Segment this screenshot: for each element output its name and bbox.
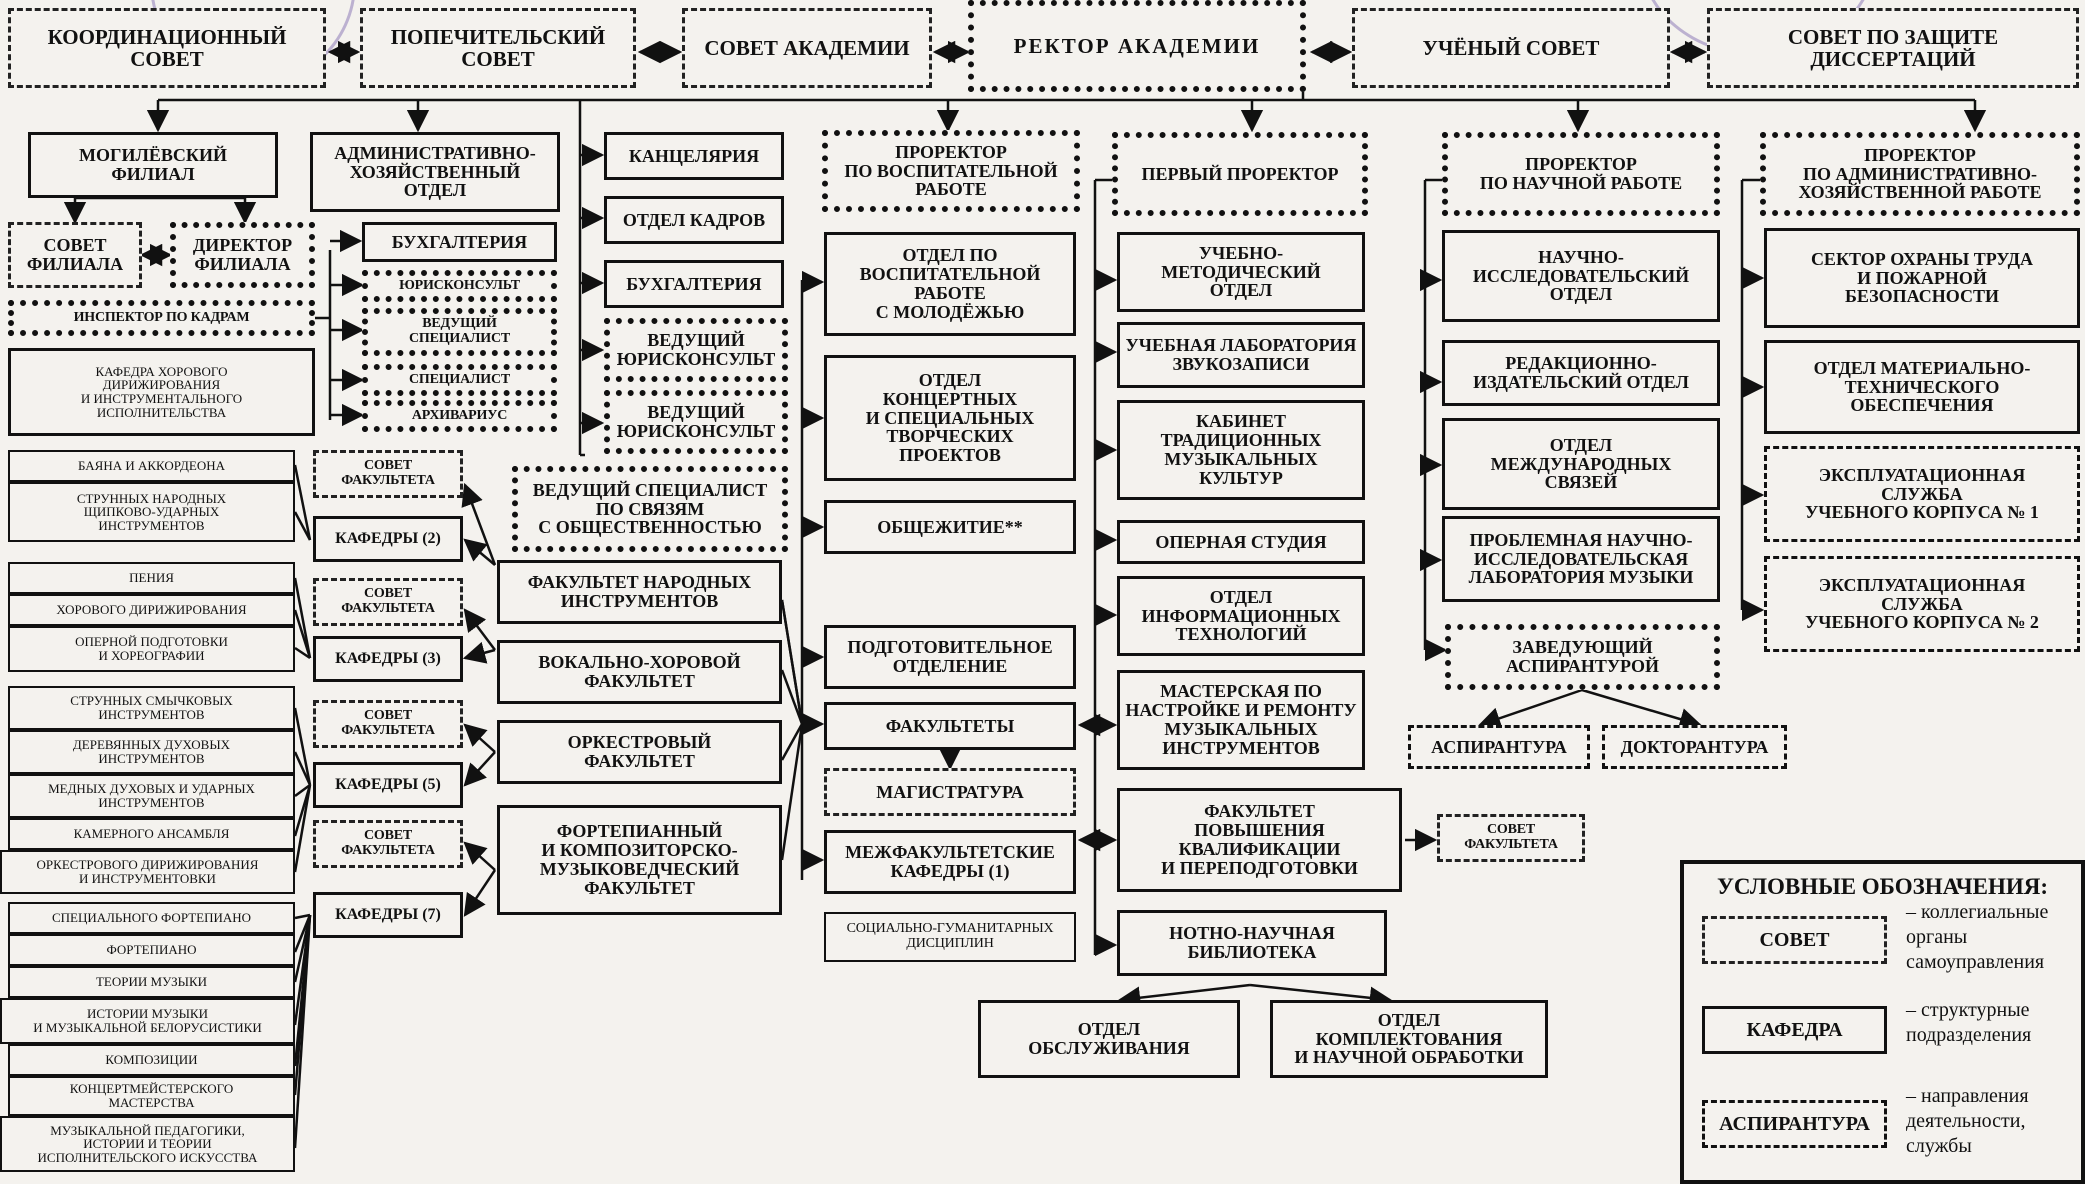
repair-workshop: МАСТЕРСКАЯ ПО НАСТРОЙКЕ И РЕМОНТУ МУЗЫКА… [1117,670,1365,770]
faculty-vocal: ВОКАЛЬНО-ХОРОВОЙ ФАКУЛЬТЕТ [497,640,782,704]
dept-history: ИСТОРИИ МУЗЫКИ И МУЗЫКАЛЬНОЙ БЕЛОРУСИСТИ… [0,998,295,1044]
dept-theory: ТЕОРИИ МУЗЫКИ [8,966,295,998]
dept-special-piano: СПЕЦИАЛЬНОГО ФОРТЕПИАНО [8,902,295,934]
service-dept: ОТДЕЛ ОБСЛУЖИВАНИЯ [978,1000,1240,1078]
qualification-council: СОВЕТ ФАКУЛЬТЕТА [1437,814,1585,862]
branch-choral-dept: КАФЕДРА ХОРОВОГО ДИРИЖИРОВАНИЯ И ИНСТРУМ… [8,348,315,436]
dept-singing: ПЕНИЯ [8,562,295,594]
vp-education: ПРОРЕКТОР ПО ВОСПИТАТЕЛЬНОЙ РАБОТЕ [822,130,1080,212]
legend-dept-text: – структурные подразделения [1906,999,2032,1046]
research-lab: ПРОБЛЕМНАЯ НАУЧНО- ИССЛЕДОВАТЕЛЬСКАЯ ЛАБ… [1442,516,1720,602]
faculties: ФАКУЛЬТЕТЫ [824,702,1076,750]
trustee-council: ПОПЕЧИТЕЛЬСКИЙ СОВЕТ [360,8,636,88]
accounting: БУХГАЛТЕРИЯ [604,260,784,308]
faculty-piano: ФОРТЕПИАННЫЙ И КОМПОЗИТОРСКО- МУЗЫКОВЕДЧ… [497,805,782,915]
vp-admin: ПРОРЕКТОР ПО АДМИНИСТРАТИВНО- ХОЗЯЙСТВЕН… [1760,132,2080,216]
vp-science: ПРОРЕКТОР ПО НАУЧНОЙ РАБОТЕ [1442,132,1720,216]
legend-title: УСЛОВНЫЕ ОБОЗНАЧЕНИЯ: [1716,874,2049,899]
pr-specialist: ВЕДУЩИЙ СПЕЦИАЛИСТ ПО СВЯЗЯМ С ОБЩЕСТВЕН… [512,466,788,552]
dept-accompaniment: КОНЦЕРТМЕЙСТЕРСКОГО МАСТЕРСТВА [8,1076,295,1116]
doctoral: ДОКТОРАНТУРА [1602,725,1787,769]
building-service-2: ЭКСПЛУАТАЦИОННАЯ СЛУЖБА УЧЕБНОГО КОРПУСА… [1764,556,2080,652]
branch-accounting: БУХГАЛТЕРИЯ [362,222,557,262]
first-vp: ПЕРВЫЙ ПРОРЕКТОР [1112,132,1368,216]
branch-director: ДИРЕКТОР ФИЛИАЛА [170,222,315,288]
magistracy: МАГИСТРАТУРА [824,768,1076,816]
dept-woodwind: ДЕРЕВЯННЫХ ДУХОВЫХ ИНСТРУМЕНТОВ [8,730,295,774]
dept-pedagogy: МУЗЫКАЛЬНОЙ ПЕДАГОГИКИ, ИСТОРИИ И ТЕОРИИ… [0,1116,295,1172]
dept-choral: ХОРОВОГО ДИРИЖИРОВАНИЯ [8,594,295,626]
research-dept: НАУЧНО- ИССЛЕДОВАТЕЛЬСКИЙ ОТДЕЛ [1442,230,1720,322]
concert-dept: ОТДЕЛ КОНЦЕРТНЫХ И СПЕЦИАЛЬНЫХ ТВОРЧЕСКИ… [824,355,1076,481]
faculty-council-vocal: СОВЕТ ФАКУЛЬТЕТА [313,578,463,626]
it-dept: ОТДЕЛ ИНФОРМАЦИОННЫХ ТЕХНОЛОГИЙ [1117,576,1365,656]
traditional-cultures: КАБИНЕТ ТРАДИЦИОННЫХ МУЗЫКАЛЬНЫХ КУЛЬТУР [1117,400,1365,500]
hr-inspector: ИНСПЕКТОР ПО КАДРАМ [8,300,315,336]
personnel-dept: ОТДЕЛ КАДРОВ [604,196,784,244]
branch-council: СОВЕТ ФИЛИАЛА [8,222,142,288]
dept-strings-folk: СТРУННЫХ НАРОДНЫХ ЩИПКОВО-УДАРНЫХ ИНСТРУ… [8,482,295,542]
depts-folk: КАФЕДРЫ (2) [313,516,463,562]
faculty-orchestra: ОРКЕСТРОВЫЙ ФАКУЛЬТЕТ [497,720,782,784]
legend-council-box: СОВЕТ [1702,916,1887,964]
faculty-council-orchestra: СОВЕТ ФАКУЛЬТЕТА [313,700,463,748]
depts-vocal: КАФЕДРЫ (3) [313,636,463,682]
faculty-council-folk: СОВЕТ ФАКУЛЬТЕТА [313,450,463,498]
youth-dept: ОТДЕЛ ПО ВОСПИТАТЕЛЬНОЙ РАБОТЕ С МОЛОДЁЖ… [824,232,1076,336]
editorial-dept: РЕДАКЦИОННО- ИЗДАТЕЛЬСКИЙ ОТДЕЛ [1442,340,1720,406]
branch-legal: ЮРИСКОНСУЛЬТ [362,270,557,302]
coordination-council: КООРДИНАЦИОННЫЙ СОВЕТ [8,8,326,88]
acquisition-dept: ОТДЕЛ КОМПЛЕКТОВАНИЯ И НАУЧНОЙ ОБРАБОТКИ [1270,1000,1548,1078]
legal-adviser-1: ВЕДУЩИЙ ЮРИСКОНСУЛЬТ [604,318,788,382]
building-service-1: ЭКСПЛУАТАЦИОННАЯ СЛУЖБА УЧЕБНОГО КОРПУСА… [1764,446,2080,542]
legend-direction-text: – направления деятельности, службы [1906,1085,2029,1157]
dept-composition: КОМПОЗИЦИИ [8,1044,295,1076]
branch-specialist: СПЕЦИАЛИСТ [362,364,557,396]
legal-adviser-2: ВЕДУЩИЙ ЮРИСКОНСУЛЬТ [604,390,788,454]
music-library: НОТНО-НАУЧНАЯ БИБЛИОТЕКА [1117,910,1387,976]
depts-piano: КАФЕДРЫ (7) [313,892,463,938]
international-dept: ОТДЕЛ МЕЖДУНАРОДНЫХ СВЯЗЕЙ [1442,418,1720,510]
material-dept: ОТДЕЛ МАТЕРИАЛЬНО- ТЕХНИЧЕСКОГО ОБЕСПЕЧЕ… [1764,340,2080,434]
dept-chamber: КАМЕРНОГО АНСАМБЛЯ [8,818,295,850]
social-humanities-dept: СОЦИАЛЬНО-ГУМАНИТАРНЫХ ДИСЦИПЛИН [824,912,1076,962]
mogilev-branch: МОГИЛЁВСКИЙ ФИЛИАЛ [28,132,278,198]
branch-archivist: АРХИВАРИУС [362,400,557,432]
depts-orchestra: КАФЕДРЫ (5) [313,762,463,808]
qualification-faculty: ФАКУЛЬТЕТ ПОВЫШЕНИЯ КВАЛИФИКАЦИИ И ПЕРЕП… [1117,788,1402,892]
admin-dept: АДМИНИСТРАТИВНО- ХОЗЯЙСТВЕННЫЙ ОТДЕЛ [310,132,560,212]
sound-lab: УЧЕБНАЯ ЛАБОРАТОРИЯ ЗВУКОЗАПИСИ [1117,322,1365,388]
postgrad-head: ЗАВЕДУЮЩИЙ АСПИРАНТУРОЙ [1445,624,1720,690]
dept-bayan: БАЯНА И АККОРДЕОНА [8,450,295,482]
opera-studio: ОПЕРНАЯ СТУДИЯ [1117,520,1365,564]
dept-orch-conducting: ОРКЕСТРОВОГО ДИРИЖИРОВАНИЯ И ИНСТРУМЕНТО… [0,850,295,894]
legend: УСЛОВНЫЕ ОБОЗНАЧЕНИЯ: СОВЕТ – коллегиаль… [1680,860,2085,1184]
academy-council: СОВЕТ АКАДЕМИИ [682,8,932,88]
legend-direction-box: АСПИРАНТУРА [1702,1100,1887,1148]
legend-dept-box: КАФЕДРА [1702,1006,1887,1054]
dept-piano: ФОРТЕПИАНО [8,934,295,966]
dept-brass: МЕДНЫХ ДУХОВЫХ И УДАРНЫХ ИНСТРУМЕНТОВ [8,774,295,818]
postgraduate: АСПИРАНТУРА [1408,725,1590,769]
faculty-folk: ФАКУЛЬТЕТ НАРОДНЫХ ИНСТРУМЕНТОВ [497,560,782,624]
dormitory: ОБЩЕЖИТИЕ** [824,500,1076,554]
dissertation-council: СОВЕТ ПО ЗАЩИТЕ ДИССЕРТАЦИЙ [1707,8,2079,88]
academic-council: УЧЁНЫЙ СОВЕТ [1352,8,1670,88]
interfaculty-depts: МЕЖФАКУЛЬТЕТСКИЕ КАФЕДРЫ (1) [824,830,1076,894]
rector: РЕКТОР АКАДЕМИИ [968,0,1306,92]
dept-opera-prep: ОПЕРНОЙ ПОДГОТОВКИ И ХОРЕОГРАФИИ [8,626,295,672]
chancellery: КАНЦЕЛЯРИЯ [604,132,784,180]
dept-bowed: СТРУННЫХ СМЫЧКОВЫХ ИНСТРУМЕНТОВ [8,686,295,730]
legend-council-text: – коллегиальные органы самоуправления [1906,901,2049,973]
faculty-council-piano: СОВЕТ ФАКУЛЬТЕТА [313,820,463,868]
preparatory-dept: ПОДГОТОВИТЕЛЬНОЕ ОТДЕЛЕНИЕ [824,625,1076,689]
safety-sector: СЕКТОР ОХРАНЫ ТРУДА И ПОЖАРНОЙ БЕЗОПАСНО… [1764,228,2080,328]
methodology-dept: УЧЕБНО- МЕТОДИЧЕСКИЙ ОТДЕЛ [1117,232,1365,312]
branch-lead-specialist: ВЕДУЩИЙ СПЕЦИАЛИСТ [362,308,557,356]
